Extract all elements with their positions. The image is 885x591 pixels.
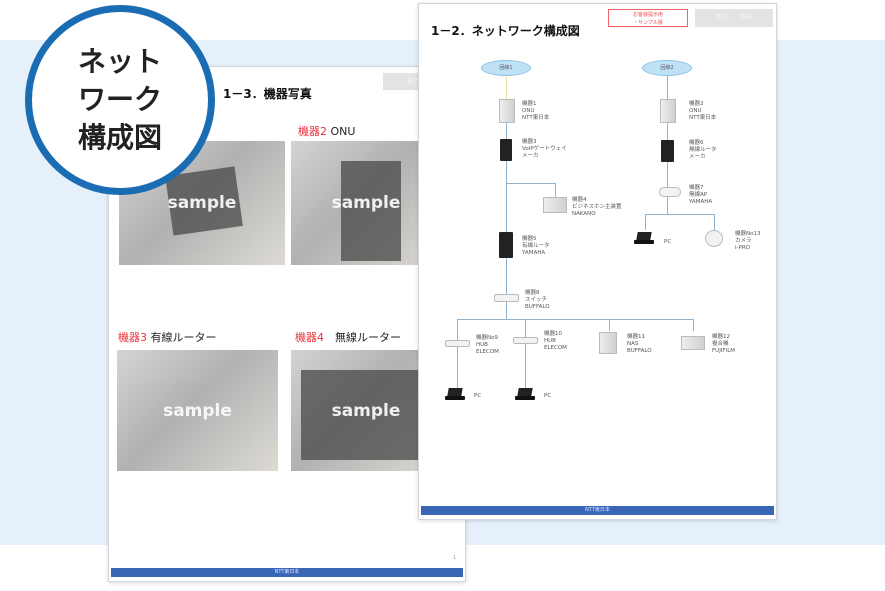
device-label: 機器2 ONU NTT東日本 [689,101,717,121]
page-number: 1 [453,555,457,561]
photo-caption-4: 機器4 無線ルーター [295,331,401,344]
hub-icon [445,340,470,347]
device-label: 機器12 複合機 FUJIFILM [712,334,736,354]
laptop-icon [634,232,654,244]
network-diagram-page: 1－2．ネットワーク構成図 お客様提示用 ・サンプル版 表示 印刷 回線1 回線… [418,3,777,520]
page-title: 1－3．機器写真 [223,87,312,101]
device-label: 機器7 無線AP YAMAHA [689,185,713,205]
device-label: PC [544,393,552,399]
nas-icon [599,332,617,354]
connection-line [714,214,715,230]
page-title: 1－2．ネットワーク構成図 [431,24,580,38]
connection-line [525,319,526,389]
sample-watermark: sample [331,193,401,213]
onu-icon [499,99,515,123]
internet-cloud-icon: 回線2 [642,60,692,76]
connection-line [609,319,610,331]
device-label: 機器8 スイッチ BUFFALO [525,290,550,310]
laptop-icon [445,388,465,400]
access-point-icon [659,187,681,197]
onu-icon [660,99,676,123]
printer-icon [681,336,705,350]
device-label: 機器6 無線ルータ メーカ [689,140,717,160]
switch-icon [494,294,519,302]
page-footer: NTT東日本 [111,568,463,577]
connection-line [457,319,694,320]
wireless-router-icon [661,140,674,162]
photo-caption-2: 機器2 ONU [298,125,356,138]
device-label: 機器11 NAS BUFFALO [627,334,652,354]
device-label: 機器5 有線ルータ YAMAHA [522,236,550,256]
internet-cloud-icon: 回線1 [481,60,531,76]
connection-line [506,114,507,319]
sample-watermark: sample [163,400,232,421]
pbx-icon [543,197,567,213]
hub-icon [513,337,538,344]
device-label: 機器No9 HUB ELECOM [476,335,499,355]
device-label: 機器4 ビジネスホン主装置 NAKANO [572,197,622,217]
connection-line [506,183,556,184]
sample-watermark: sample [167,193,237,213]
device-photo-3: sample [117,350,278,471]
device-label: 機器1 ONU NTT東日本 [522,101,550,121]
device-photo-2: sample [291,141,441,265]
connection-line [693,319,694,331]
connection-line [645,214,646,230]
camera-icon [705,230,723,247]
device-label: 機器No13 カメラ i-PRO [735,231,761,251]
device-photo-4: sample [291,350,441,471]
device-label: PC [474,393,482,399]
device-label: 機器10 HUB ELECOM [544,331,567,351]
router-icon [499,232,513,258]
network-diagram-badge: ネット ワーク 構成図 [25,5,215,195]
badge-label: ネット ワーク 構成図 [77,45,162,154]
sample-watermark: sample [331,400,401,421]
view-print-button[interactable]: 表示 印刷 [695,9,773,27]
device-label: 機器3 VoIPゲートウェイ メーカ [522,139,567,159]
device-label: PC [664,239,672,245]
page-footer: NTT東日本 [421,506,774,515]
connection-line [457,319,458,389]
laptop-icon [515,388,535,400]
sample-stamp: お客様提示用 ・サンプル版 [608,9,688,27]
photo-caption-3: 機器3 有線ルーター [118,331,217,344]
connection-line [555,183,556,197]
connection-line [645,214,715,215]
gateway-icon [500,139,512,161]
